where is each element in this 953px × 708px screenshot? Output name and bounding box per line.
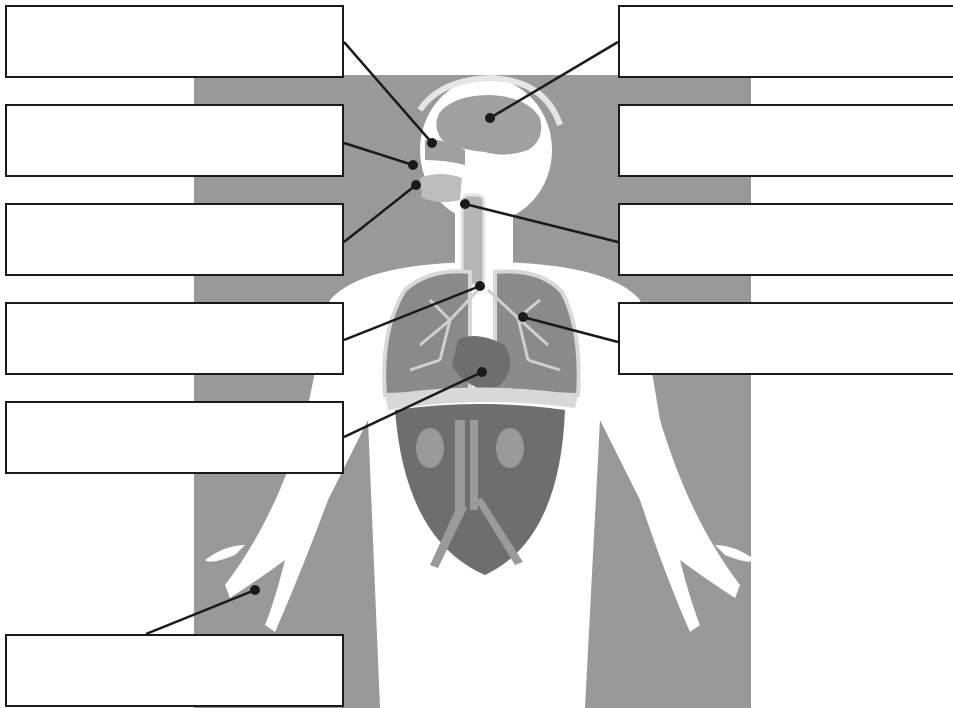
label-box-left-6[interactable] [5,634,344,707]
label-box-left-2[interactable] [5,104,344,177]
label-box-right-2[interactable] [618,104,953,177]
label-box-left-3[interactable] [5,203,344,276]
oral-cavity [420,174,462,202]
label-box-left-1[interactable] [5,5,344,78]
label-box-right-3[interactable] [618,203,953,276]
label-box-left-5[interactable] [5,401,344,474]
label-box-right-4[interactable] [618,302,953,375]
label-box-right-1[interactable] [618,5,953,78]
label-box-left-4[interactable] [5,302,344,375]
